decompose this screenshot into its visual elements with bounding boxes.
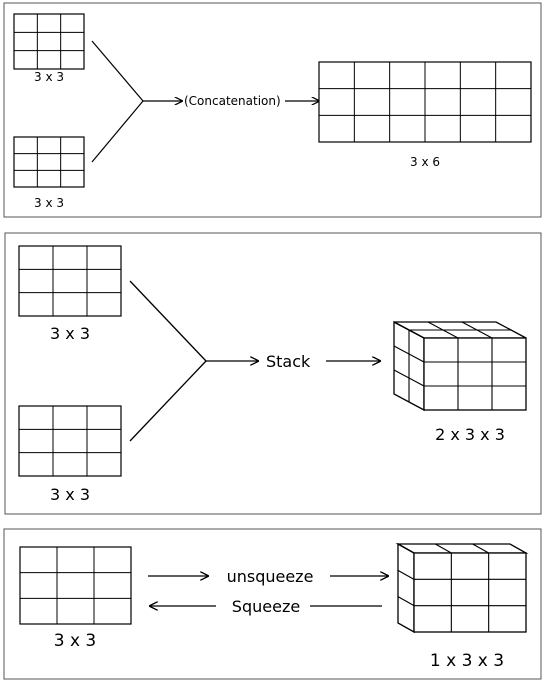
merge-line-bottom	[91, 100, 144, 163]
squeeze-label: Squeeze	[232, 597, 300, 616]
stacked-tensor	[393, 320, 527, 412]
concatenation-label: (Concatenation)	[184, 94, 281, 108]
tensor-top-face	[398, 544, 526, 553]
matrix-top-label: 3 x 3	[50, 324, 90, 343]
merge-line-top	[91, 40, 144, 102]
stack-panel: 3 x 3 3 x 3 Stack 2 x 3 x 3	[4, 232, 542, 515]
tensor-side-row-line	[397, 596, 415, 607]
matrix-bottom-label: 3 x 3	[34, 196, 64, 210]
unsqueeze-label: unsqueeze	[227, 567, 314, 586]
matrix-top	[18, 245, 122, 317]
unsqueeze-panel: 3 x 3 unsqueeze Squeeze 1 x 3 x 3	[3, 528, 542, 680]
grid-outline	[18, 245, 122, 317]
tensor-front-face	[413, 552, 527, 633]
matrix-left	[19, 546, 132, 625]
unsqueezed-tensor	[395, 542, 529, 634]
merge-line-bottom	[129, 360, 207, 442]
matrix-result-label: 3 x 6	[410, 155, 440, 169]
tensor-side-face	[398, 544, 414, 632]
grid-outline	[19, 546, 132, 625]
matrix-bottom	[18, 405, 122, 477]
grid-outline	[18, 405, 122, 477]
tensor-side-row-line	[397, 569, 415, 580]
matrix-bottom	[13, 136, 85, 188]
tensor-top-col-line	[435, 543, 452, 554]
unsqueezed-tensor-label: 1 x 3 x 3	[430, 651, 504, 671]
merge-line-top	[129, 280, 207, 362]
matrix-bottom-label: 3 x 3	[50, 485, 90, 504]
matrix-result	[318, 61, 532, 143]
matrix-top-label: 3 x 3	[34, 70, 64, 84]
matrix-left-label: 3 x 3	[54, 631, 97, 651]
stack-label: Stack	[266, 352, 311, 371]
grid-outline	[13, 136, 85, 188]
grid-outline	[13, 13, 85, 70]
matrix-top	[13, 13, 85, 70]
tensor-top-col-line	[472, 543, 489, 554]
stacked-tensor-label: 2 x 3 x 3	[435, 425, 505, 444]
tensor-front-face	[423, 337, 527, 411]
concatenation-panel: 3 x 3 3 x 3 (Concatenation) 3 x 6	[3, 2, 542, 218]
